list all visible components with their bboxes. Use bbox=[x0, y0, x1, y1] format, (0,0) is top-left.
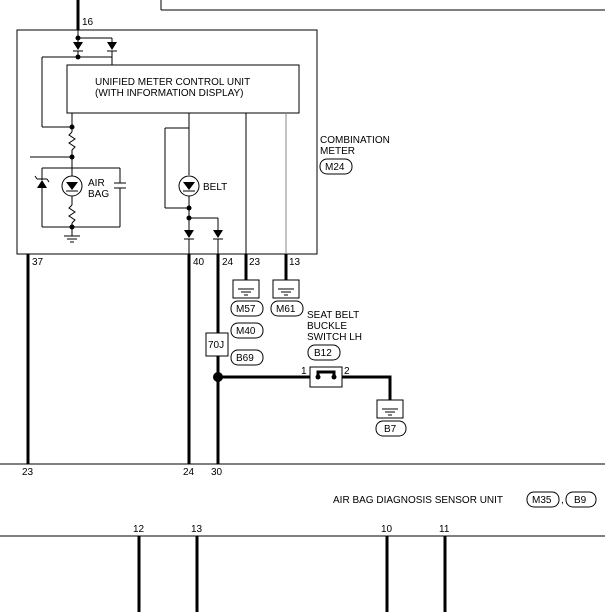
switch-connector-label: B12 bbox=[314, 348, 332, 359]
ground-m61-badge bbox=[270, 300, 304, 317]
sensor-unit-wires bbox=[137, 536, 447, 612]
sensor-unit-label: AIR BAG DIAGNOSIS SENSOR UNIT bbox=[333, 495, 503, 506]
inline-connector-box bbox=[205, 332, 229, 357]
ground-m57-badge bbox=[230, 300, 264, 317]
ground-b7-symbol bbox=[376, 399, 404, 419]
lower-pin-24-label: 24 bbox=[183, 467, 195, 478]
sensor-pin-11-label: 11 bbox=[439, 524, 450, 535]
lower-pin-30-label: 30 bbox=[211, 467, 223, 478]
pin-24-label: 24 bbox=[222, 257, 234, 268]
connector-b69-badge bbox=[230, 349, 264, 366]
combination-meter-box bbox=[16, 29, 318, 255]
inline-connector-label: 70J bbox=[208, 340, 224, 351]
harness-wires bbox=[26, 254, 220, 464]
switch-label-line2: BUCKLE bbox=[307, 321, 347, 332]
meter-connector-badge bbox=[319, 158, 353, 175]
sensor-pin-13-label: 13 bbox=[191, 524, 203, 535]
pin-40-label: 40 bbox=[193, 257, 205, 268]
switch-ground-wire bbox=[342, 375, 392, 400]
belt-lamp-circuit bbox=[164, 113, 223, 254]
switch-label-line3: SWITCH LH bbox=[307, 332, 362, 343]
meter-control-unit bbox=[66, 64, 300, 114]
switch-connector-badge bbox=[307, 344, 341, 361]
belt-label: BELT bbox=[203, 182, 227, 193]
pin-23-label: 23 bbox=[249, 257, 261, 268]
meter-name-line1: COMBINATION bbox=[320, 135, 390, 146]
meter-name-line2: METER bbox=[320, 146, 355, 157]
connector-m40-label: M40 bbox=[236, 326, 256, 337]
meter-connector-label: M24 bbox=[325, 162, 345, 173]
ground-m61-symbol bbox=[272, 279, 300, 299]
lower-pin-23-label: 23 bbox=[22, 467, 34, 478]
pin-37-label: 37 bbox=[32, 257, 44, 268]
sensor-connector-b9-badge bbox=[565, 491, 597, 508]
sensor-pin-10-label: 10 bbox=[381, 524, 393, 535]
upper-frame bbox=[160, 0, 605, 11]
sensor-connector-separator: , bbox=[561, 495, 564, 506]
airbag-label-line2: BAG bbox=[88, 189, 109, 200]
switch-label-line1: SEAT BELT bbox=[307, 310, 359, 321]
sensor-connector-b9-label: B9 bbox=[574, 495, 587, 506]
ground-b7-badge bbox=[375, 420, 407, 437]
control-unit-label-line2: (WITH INFORMATION DISPLAY) bbox=[95, 88, 244, 99]
connector-m40-badge bbox=[230, 322, 264, 339]
meter-ground-wires bbox=[244, 113, 288, 280]
airbag-lamp-circuit bbox=[30, 113, 126, 243]
control-unit-label-line1: UNIFIED METER CONTROL UNIT bbox=[95, 77, 250, 88]
seat-belt-switch bbox=[309, 366, 343, 388]
sensor-connector-m35-badge bbox=[526, 491, 560, 508]
switch-pin-2-label: 2 bbox=[344, 366, 350, 377]
connector-b69-label: B69 bbox=[236, 353, 254, 364]
ground-m61-label: M61 bbox=[276, 304, 296, 315]
pin-13-label: 13 bbox=[289, 257, 301, 268]
sensor-pin-12-label: 12 bbox=[133, 524, 145, 535]
ground-b7-label: B7 bbox=[384, 424, 397, 435]
ground-m57-symbol bbox=[232, 279, 260, 299]
sensor-connector-m35-label: M35 bbox=[532, 495, 552, 506]
ground-m57-label: M57 bbox=[236, 304, 256, 315]
pin-16-label: 16 bbox=[82, 17, 94, 28]
airbag-label-line1: AIR bbox=[88, 178, 105, 189]
entry-diodes bbox=[41, 30, 117, 128]
switch-pin-1-label: 1 bbox=[301, 366, 307, 377]
